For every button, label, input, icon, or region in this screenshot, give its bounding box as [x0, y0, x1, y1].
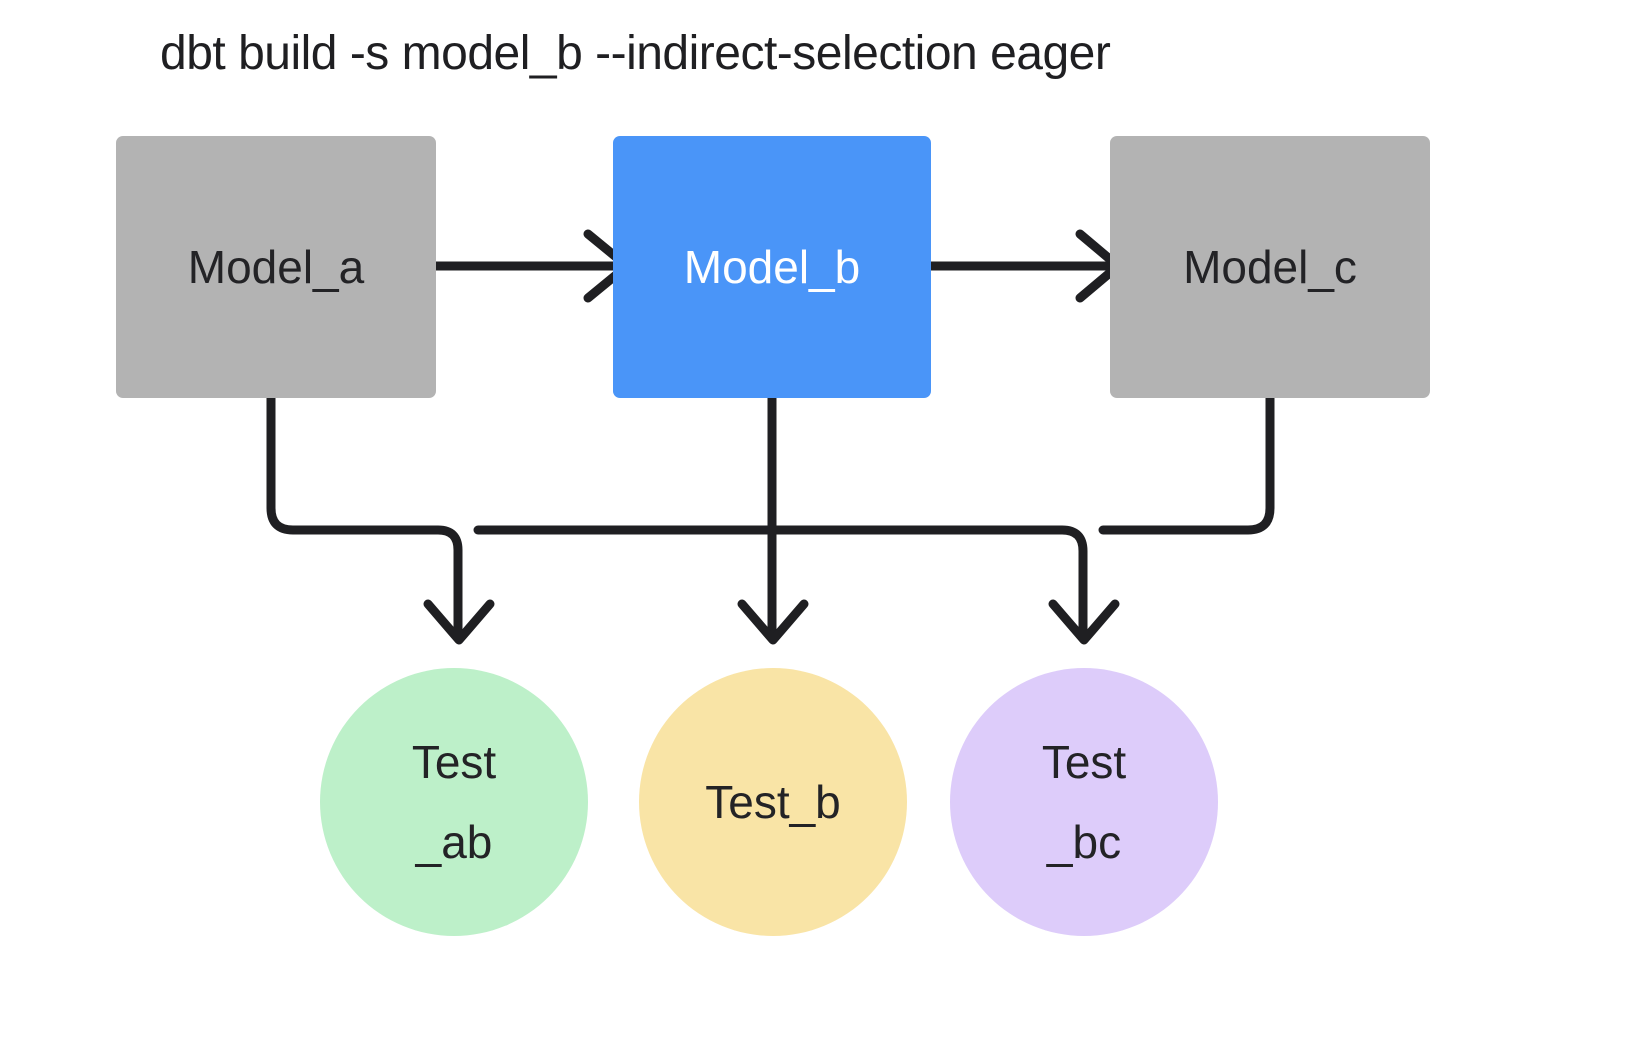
node-model-c-label: Model_c [1183, 240, 1357, 293]
edge-model-c-to-test-bc [1098, 393, 1275, 535]
node-test-ab[interactable]: Test _ab [320, 668, 588, 936]
node-model-a-label: Model_a [187, 240, 365, 293]
node-test-bc-label: Test _bc [1041, 735, 1127, 869]
node-model-b[interactable]: Model_b [613, 136, 931, 398]
edge-model-b-to-test-bc [767, 525, 1120, 645]
edge-model-a-to-model-b [430, 229, 632, 303]
node-test-ab-label: Test _ab [411, 735, 497, 869]
node-model-a[interactable]: Model_a [116, 136, 436, 398]
edge-model-b-to-model-c [925, 229, 1123, 303]
diagram-title: dbt build -s model_b --indirect-selectio… [160, 27, 1111, 80]
edge-model-a-to-test-ab [266, 393, 495, 645]
node-model-c[interactable]: Model_c [1110, 136, 1430, 398]
node-model-b-label: Model_b [683, 240, 861, 293]
node-test-b-label: Test_b [705, 775, 841, 828]
edge-model-b-to-test-b [737, 393, 809, 645]
node-test-bc[interactable]: Test _bc [950, 668, 1218, 936]
node-test-b[interactable]: Test_b [639, 668, 907, 936]
